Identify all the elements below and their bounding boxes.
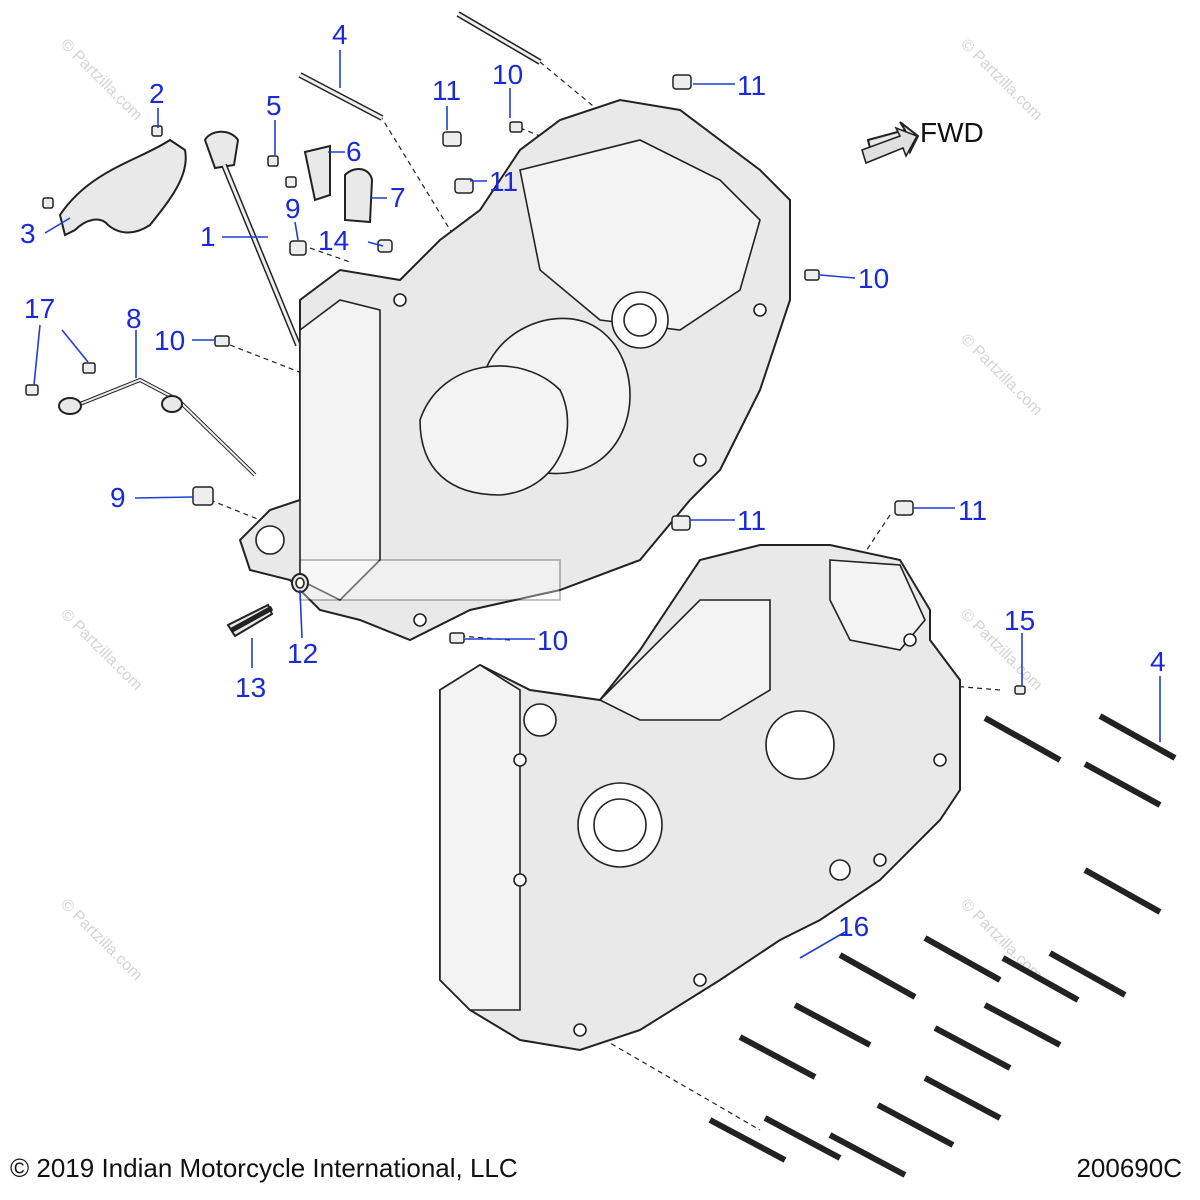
callout-15: 15 bbox=[1004, 605, 1035, 636]
callout-11: 11 bbox=[958, 495, 987, 526]
callout-16: 16 bbox=[838, 911, 869, 942]
callout-3: 3 bbox=[20, 218, 36, 249]
fwd-indicator: FWD bbox=[861, 117, 984, 165]
callout-2: 2 bbox=[149, 78, 165, 109]
callout-10: 10 bbox=[858, 263, 889, 294]
callout-1: 1 bbox=[200, 221, 216, 252]
callout-10: 10 bbox=[537, 625, 568, 656]
callout-9: 9 bbox=[285, 193, 301, 224]
callout-11: 11 bbox=[432, 75, 461, 106]
forward-arrow-icon bbox=[861, 126, 919, 165]
upper-crankcase bbox=[238, 98, 791, 642]
callout-4: 4 bbox=[1150, 646, 1166, 677]
copyright-notice: © 2019 Indian Motorcycle International, … bbox=[10, 1153, 518, 1183]
watermark: © Partzilla.com bbox=[57, 606, 145, 694]
watermark: © Partzilla.com bbox=[57, 896, 145, 984]
callout-10: 10 bbox=[492, 59, 523, 90]
callout-12: 12 bbox=[287, 638, 318, 669]
callout-11: 11 bbox=[737, 505, 766, 536]
callout-10: 10 bbox=[154, 325, 185, 356]
leader-lines bbox=[33, 50, 1161, 959]
callout-5: 5 bbox=[266, 90, 282, 121]
callout-11: 11 bbox=[489, 166, 518, 197]
callout-labels: 4 2 5 11 10 11 6 11 3 9 7 1 14 10 17 8 1… bbox=[20, 19, 1166, 942]
drawing-number: 200690C bbox=[1076, 1153, 1182, 1183]
watermark: © Partzilla.com bbox=[957, 36, 1045, 124]
callout-13: 13 bbox=[235, 672, 266, 703]
callout-8: 8 bbox=[126, 303, 142, 334]
watermark: © Partzilla.com bbox=[957, 896, 1045, 984]
fwd-label: FWD bbox=[920, 117, 984, 148]
callout-17: 17 bbox=[24, 293, 55, 324]
callout-14: 14 bbox=[318, 225, 349, 256]
callout-11: 11 bbox=[737, 70, 766, 101]
watermark: © Partzilla.com bbox=[57, 36, 145, 124]
callout-4: 4 bbox=[332, 19, 348, 50]
callout-6: 6 bbox=[346, 136, 362, 167]
lower-crankcase bbox=[439, 544, 961, 1052]
callout-9: 9 bbox=[110, 482, 126, 513]
callout-7: 7 bbox=[390, 182, 406, 213]
bolt-stack bbox=[708, 713, 1177, 1178]
watermark: © Partzilla.com bbox=[957, 331, 1045, 419]
